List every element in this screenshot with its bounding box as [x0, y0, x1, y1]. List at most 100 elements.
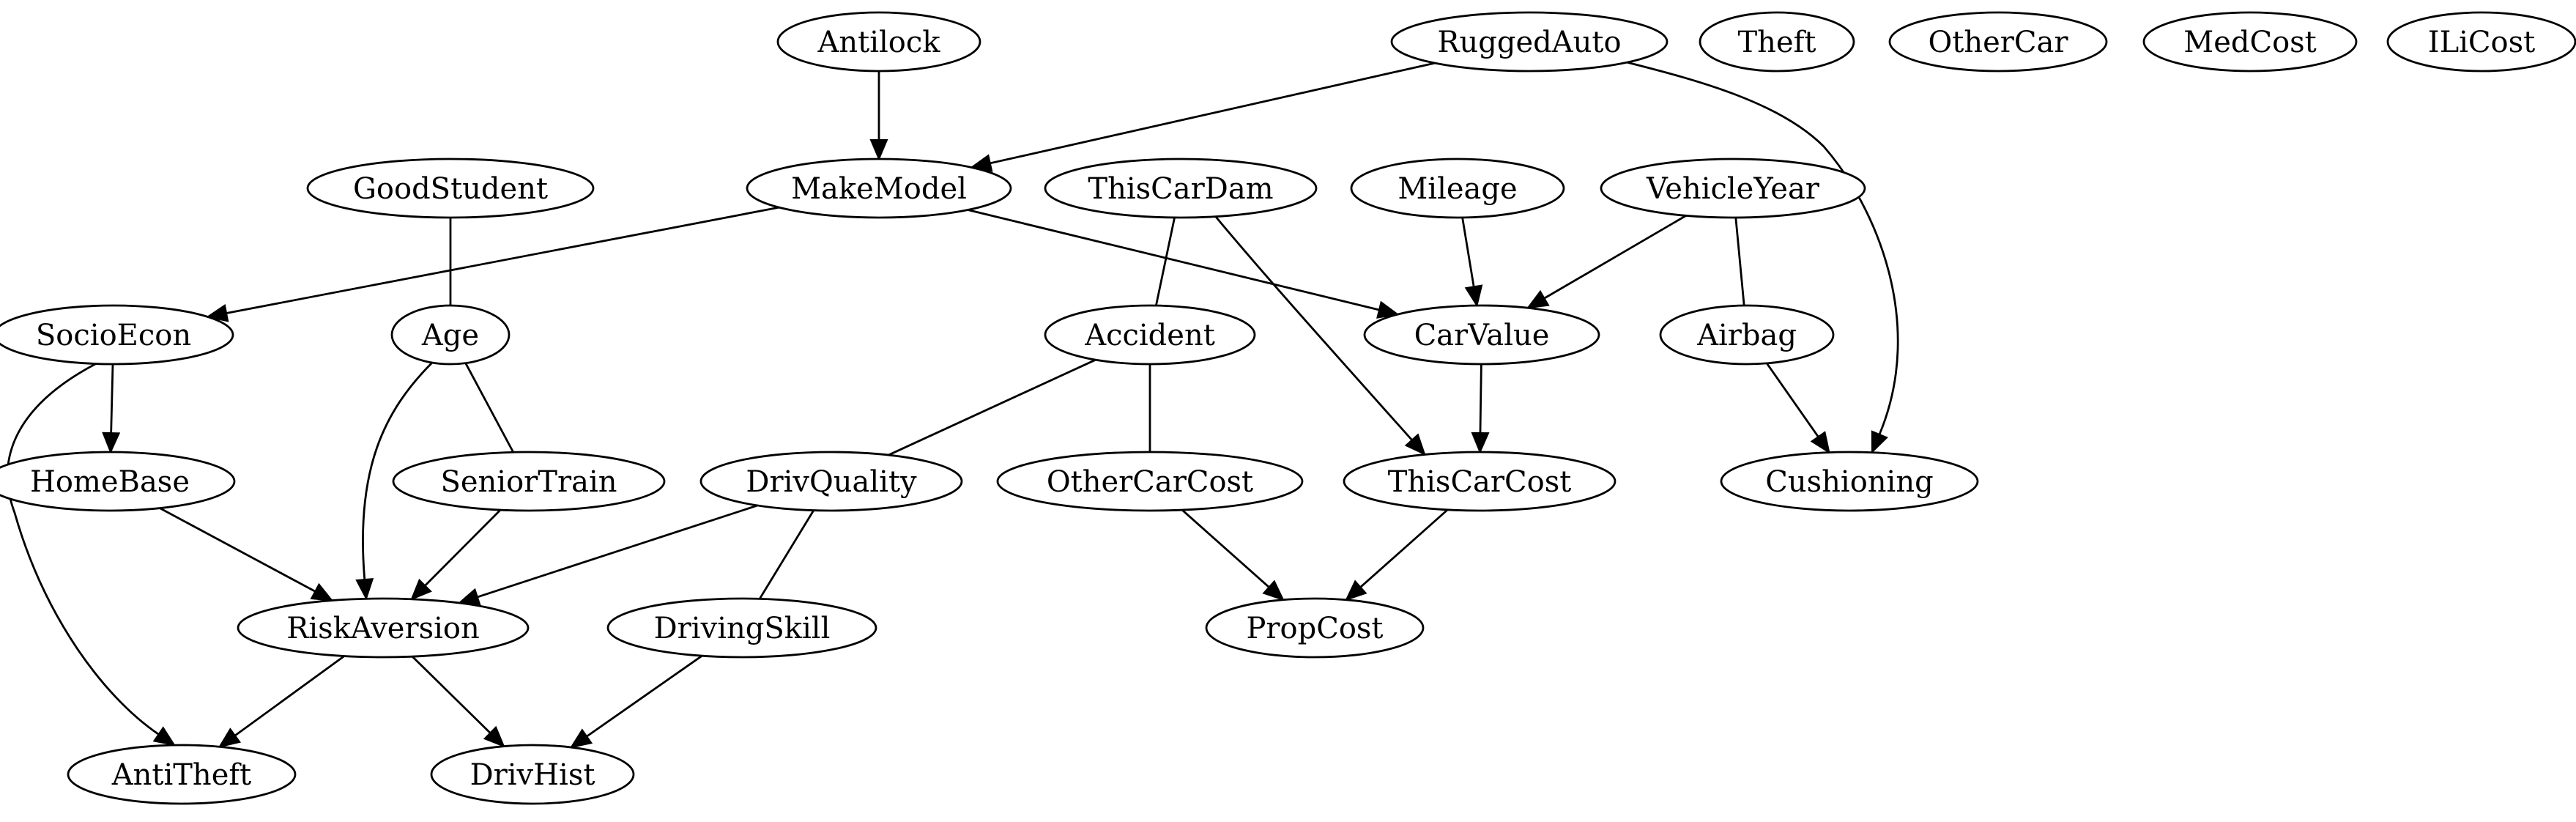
edge-socio-econ-to-home-base	[102, 363, 121, 454]
node-ellipse	[1044, 158, 1318, 219]
node-label: RuggedAuto	[1437, 26, 1621, 59]
node-ellipse	[1343, 451, 1617, 512]
node-ellipse	[1390, 11, 1669, 73]
node-age: Age	[390, 304, 511, 366]
edge-driving-skill-to-driv-hist	[569, 655, 703, 749]
node-ellipse	[699, 451, 963, 512]
node-label: MakeModel	[791, 172, 967, 206]
node-ellipse	[996, 451, 1304, 512]
node-risk-aversion: RiskAversion	[237, 597, 530, 659]
node-label: MedCost	[2183, 26, 2317, 59]
node-airbag: Airbag	[1659, 304, 1835, 366]
node-med-cost: MedCost	[2142, 11, 2358, 73]
node-label: DrivingSkill	[654, 612, 831, 645]
node-prop-cost: PropCost	[1205, 597, 1425, 659]
edge-driv-quality-to-risk-aversion	[457, 504, 758, 606]
edge-antilock-to-make-model	[869, 71, 888, 161]
node-label: AntiTheft	[111, 758, 252, 792]
node-theft: Theft	[1699, 11, 1855, 73]
node-ellipse	[606, 597, 877, 659]
edge-risk-aversion-to-driv-hist	[411, 656, 505, 748]
node-driv-quality: DrivQuality	[699, 451, 963, 512]
node-ellipse	[1659, 304, 1835, 366]
node-ellipse	[1205, 597, 1425, 659]
node-cushioning: Cushioning	[1720, 451, 1979, 512]
node-label: Accident	[1084, 319, 1215, 352]
node-ellipse	[776, 11, 981, 73]
node-ellipse	[1888, 11, 2108, 73]
node-socio-econ: SocioEcon	[0, 304, 234, 366]
node-ellipse	[1350, 158, 1565, 219]
node-label: OtherCarCost	[1047, 465, 1253, 499]
node-label: DrivHist	[470, 758, 595, 792]
node-label: DrivQuality	[746, 465, 917, 499]
node-ellipse	[390, 304, 511, 366]
node-ellipse	[1699, 11, 1855, 73]
node-label: Mileage	[1398, 172, 1517, 206]
node-good-student: GoodStudent	[306, 158, 595, 219]
node-antilock: Antilock	[776, 11, 981, 73]
edge-airbag-to-cushioning	[1766, 363, 1830, 454]
edge-accident-to-driv-quality	[888, 358, 1096, 456]
node-ellipse	[1044, 304, 1256, 366]
edge-car-value-to-this-car-cost	[1471, 363, 1490, 454]
node-ellipse	[746, 158, 1012, 219]
edge-vehicle-year-to-car-value	[1526, 215, 1687, 309]
edge-this-car-dam-to-this-car-cost	[1214, 216, 1426, 456]
node-ellipse	[392, 451, 666, 512]
edge-rugged-auto-to-cushioning	[1626, 61, 1899, 454]
node-label: GoodStudent	[353, 172, 548, 206]
node-senior-train: SeniorTrain	[392, 451, 666, 512]
node-ellipse	[1600, 158, 1866, 219]
node-accident: Accident	[1044, 304, 1256, 366]
node-ellipse	[2386, 11, 2576, 73]
node-car-value: CarValue	[1363, 304, 1600, 366]
node-label: Airbag	[1696, 319, 1797, 352]
node-label: HomeBase	[30, 465, 190, 499]
edge-age-to-senior-train	[464, 362, 514, 453]
edge-rugged-auto-to-make-model	[969, 62, 1436, 172]
edge-home-base-to-risk-aversion	[159, 507, 334, 601]
node-ellipse	[0, 304, 234, 366]
node-ellipse	[1720, 451, 1979, 512]
edge-senior-train-to-risk-aversion	[410, 509, 502, 601]
node-label: SeniorTrain	[440, 465, 617, 499]
node-driv-hist: DrivHist	[430, 744, 635, 805]
node-label: Cushioning	[1765, 465, 1933, 499]
node-label: RiskAversion	[286, 612, 480, 645]
node-ellipse	[306, 158, 595, 219]
node-label: Age	[421, 319, 479, 352]
node-ellipse	[67, 744, 297, 805]
node-driving-skill: DrivingSkill	[606, 597, 877, 659]
node-label: ThisCarDam	[1088, 172, 1273, 206]
edge-mileage-to-car-value	[1461, 217, 1483, 308]
node-ellipse	[0, 451, 236, 512]
node-this-car-dam: ThisCarDam	[1044, 158, 1318, 219]
node-label: PropCost	[1246, 612, 1383, 645]
node-label: CarValue	[1414, 319, 1550, 352]
node-mileage: Mileage	[1350, 158, 1565, 219]
edge-driv-quality-to-driving-skill	[758, 509, 815, 600]
node-ellipse	[2142, 11, 2358, 73]
node-label: ThisCarCost	[1388, 465, 1572, 499]
node-rugged-auto: RuggedAuto	[1390, 11, 1669, 73]
node-label: OtherCar	[1929, 26, 2069, 59]
edge-make-model-to-socio-econ	[206, 206, 779, 322]
edge-socio-econ-to-anti-theft	[6, 363, 177, 747]
node-i-li-cost: ILiCost	[2386, 11, 2576, 73]
node-ellipse	[237, 597, 530, 659]
node-this-car-cost: ThisCarCost	[1343, 451, 1617, 512]
node-make-model: MakeModel	[746, 158, 1012, 219]
node-label: VehicleYear	[1646, 172, 1820, 206]
node-label: Theft	[1738, 26, 1816, 59]
edge-vehicle-year-to-airbag	[1734, 217, 1745, 306]
edge-other-car-cost-to-prop-cost	[1181, 509, 1285, 601]
edge-age-to-risk-aversion	[355, 362, 433, 601]
edge-risk-aversion-to-anti-theft	[218, 655, 345, 748]
node-label: Antilock	[817, 26, 940, 59]
node-other-car-cost: OtherCarCost	[996, 451, 1304, 512]
edge-this-car-cost-to-prop-cost	[1345, 508, 1449, 601]
node-ellipse	[1363, 304, 1600, 366]
node-ellipse	[430, 744, 635, 805]
